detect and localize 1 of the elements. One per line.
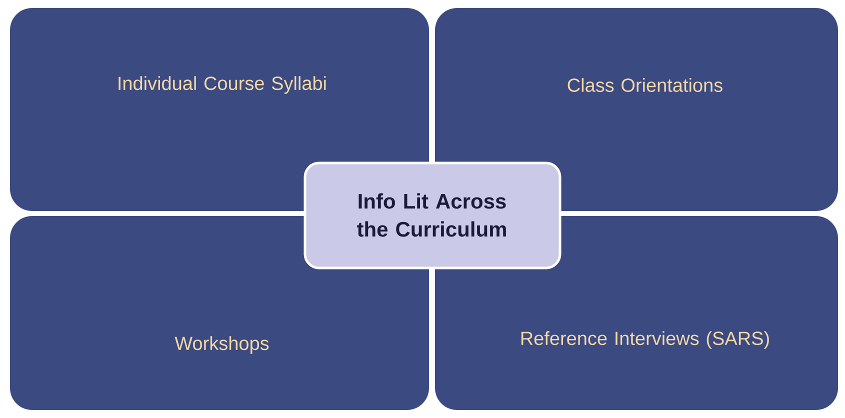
center-box: Info Lit Across the Curriculum	[304, 162, 562, 270]
